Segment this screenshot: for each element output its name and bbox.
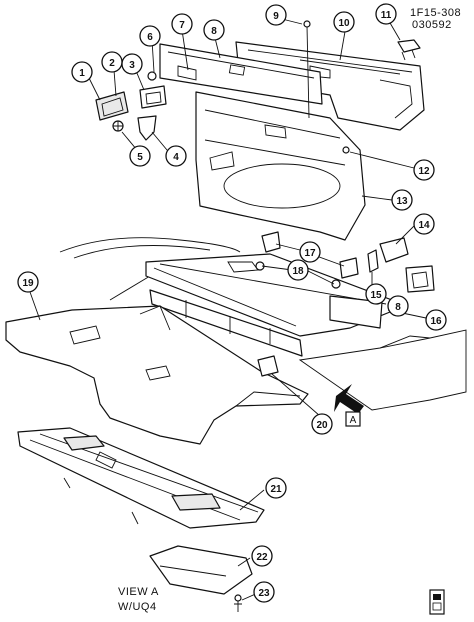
clip-20 xyxy=(257,355,279,377)
callout-15: 15 xyxy=(365,283,387,305)
screw-23 xyxy=(234,594,242,612)
callout-5: 5 xyxy=(129,145,151,167)
shelf-support-frame xyxy=(149,289,303,357)
callout-2: 2 xyxy=(101,51,123,73)
svg-text:8: 8 xyxy=(395,302,401,313)
svg-text:1: 1 xyxy=(79,68,85,79)
svg-text:16: 16 xyxy=(430,316,442,327)
vehicle-icon xyxy=(429,589,445,615)
callout-7: 7 xyxy=(171,13,193,35)
svg-text:4: 4 xyxy=(173,152,179,163)
hinge-17 xyxy=(261,231,359,279)
callout-1: 1 xyxy=(71,61,93,83)
diagram-ref-date: 030592 xyxy=(412,19,452,31)
callout-10: 10 xyxy=(333,11,355,33)
shelf-insert-21 xyxy=(17,427,265,529)
bolt-9 xyxy=(303,20,311,119)
callout-9: 9 xyxy=(265,4,287,26)
callout-11: 11 xyxy=(375,3,397,25)
svg-text:12: 12 xyxy=(418,166,430,177)
bezel-1 xyxy=(95,91,129,121)
callout-8-upper: 8 xyxy=(203,19,225,41)
view-a-label: VIEW A W/UQ4 xyxy=(118,586,159,614)
hinge-18 xyxy=(255,261,341,289)
callout-23: 23 xyxy=(253,581,275,603)
callout-14: 14 xyxy=(413,213,435,235)
callout-18: 18 xyxy=(287,259,309,281)
svg-text:6: 6 xyxy=(147,32,153,43)
retainer-3 xyxy=(139,85,167,109)
callout-16: 16 xyxy=(425,309,447,331)
screw-12 xyxy=(342,146,350,154)
callout-22: 22 xyxy=(251,545,273,567)
svg-text:20: 20 xyxy=(316,420,328,431)
trim-strip-upper xyxy=(159,43,323,105)
callout-6: 6 xyxy=(139,25,161,47)
clip-4 xyxy=(137,115,157,141)
svg-text:21: 21 xyxy=(270,484,282,495)
svg-text:15: 15 xyxy=(370,290,382,301)
svg-text:22: 22 xyxy=(256,552,268,563)
svg-text:11: 11 xyxy=(381,10,392,21)
svg-text:13: 13 xyxy=(396,196,408,207)
diagram-ref-code: 1F15-308 xyxy=(410,7,462,19)
svg-text:23: 23 xyxy=(258,588,270,599)
svg-text:18: 18 xyxy=(292,266,304,277)
svg-text:A: A xyxy=(350,415,357,426)
rear-panel-lower xyxy=(195,91,366,241)
callout-20: 20 xyxy=(311,413,333,435)
svg-text:9: 9 xyxy=(273,11,279,22)
screw-5 xyxy=(112,120,124,132)
bracket-15 xyxy=(367,249,435,293)
callout-21: 21 xyxy=(265,477,287,499)
view-a-option: W/UQ4 xyxy=(118,601,157,613)
callout-13: 13 xyxy=(391,189,413,211)
view-a-arrow xyxy=(334,384,364,414)
svg-text:19: 19 xyxy=(22,278,34,289)
svg-text:7: 7 xyxy=(179,20,185,31)
view-a-title: VIEW A xyxy=(118,586,159,598)
trim-panel-8 xyxy=(329,295,383,329)
callout-3: 3 xyxy=(121,53,143,75)
callout-4: 4 xyxy=(165,145,187,167)
svg-text:10: 10 xyxy=(338,18,350,29)
rear-carpet-19 xyxy=(5,305,309,445)
svg-text:3: 3 xyxy=(129,60,135,71)
svg-text:2: 2 xyxy=(109,58,115,69)
svg-text:5: 5 xyxy=(137,152,143,163)
callout-19: 19 xyxy=(17,271,39,293)
callout-8-lower: 8 xyxy=(387,295,409,317)
nut-6 xyxy=(147,71,157,81)
svg-text:17: 17 xyxy=(304,248,316,259)
clip-11 xyxy=(397,39,421,61)
callout-12: 12 xyxy=(413,159,435,181)
callout-17: 17 xyxy=(299,241,321,263)
svg-text:14: 14 xyxy=(418,220,430,231)
cover-22 xyxy=(149,545,253,595)
speaker-grille-14 xyxy=(379,237,409,263)
svg-text:8: 8 xyxy=(211,26,217,37)
view-a-marker: A xyxy=(345,411,361,427)
